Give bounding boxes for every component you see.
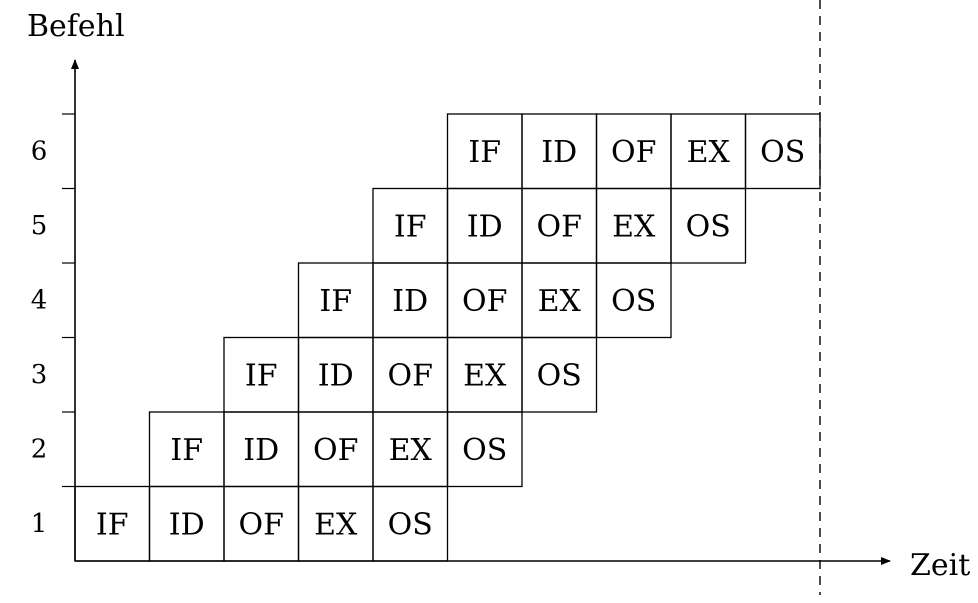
pipeline-stage-label: OF <box>462 284 507 319</box>
pipeline-stage-label: ID <box>169 507 205 542</box>
y-axis-ticks <box>62 113 75 488</box>
pipeline-cell: OS <box>446 411 523 488</box>
pipeline-stage-label: OF <box>239 507 284 542</box>
pipeline-cell: EX <box>446 336 523 413</box>
pipeline-stage-label: OS <box>537 358 582 393</box>
pipeline-stage-label: ID <box>392 284 428 319</box>
pipeline-cell: OF <box>521 187 598 264</box>
pipeline-cell: EX <box>297 485 374 562</box>
pipeline-stage-label: IF <box>96 507 129 542</box>
pipeline-stage-label: OS <box>462 433 507 468</box>
row-number-1: 1 <box>31 509 48 539</box>
pipeline-cell: IF <box>446 113 523 190</box>
pipeline-stage-label: ID <box>318 358 354 393</box>
pipeline-cell: EX <box>372 411 449 488</box>
pipeline-stage-label: OF <box>313 433 358 468</box>
pipeline-cell: ID <box>148 485 225 562</box>
pipeline-cell: OS <box>372 485 449 562</box>
pipeline-cell: IF <box>223 336 300 413</box>
pipeline-cell: ID <box>446 187 523 264</box>
pipeline-cell: OS <box>744 113 821 190</box>
pipeline-cells: IF ID OF EX OS IF ID OF EX OS IF ID OF EX OS IF ID OF EX OS… <box>74 113 821 562</box>
pipeline-stage-label: IF <box>245 358 278 393</box>
row-number-4: 4 <box>31 285 48 315</box>
pipeline-cell: OS <box>595 262 672 339</box>
pipeline-stage-label: OF <box>388 358 433 393</box>
row-numbers: 1 2 3 4 5 6 <box>31 136 48 539</box>
pipeline-cell: ID <box>521 113 598 190</box>
pipeline-stage-label: ID <box>243 433 279 468</box>
pipeline-stage-label: IF <box>394 209 427 244</box>
pipeline-cell: IF <box>372 187 449 264</box>
pipeline-stage-label: OS <box>388 507 433 542</box>
pipeline-cell: IF <box>148 411 225 488</box>
pipeline-cell: EX <box>595 187 672 264</box>
pipeline-cell: EX <box>670 113 747 190</box>
pipeline-cell: OF <box>372 336 449 413</box>
pipeline-stage-label: OF <box>537 209 582 244</box>
pipeline-stage-label: OS <box>611 284 656 319</box>
pipeline-cell: OF <box>223 485 300 562</box>
pipeline-stage-label: EX <box>463 358 507 393</box>
pipeline-stage-label: EX <box>389 433 433 468</box>
pipeline-cell: OF <box>446 262 523 339</box>
row-number-2: 2 <box>31 434 48 464</box>
pipeline-cell: ID <box>372 262 449 339</box>
pipeline-stage-label: IF <box>319 284 352 319</box>
pipeline-stage-label: EX <box>538 284 582 319</box>
pipeline-cell: ID <box>223 411 300 488</box>
pipeline-stage-label: EX <box>612 209 656 244</box>
pipeline-cell: EX <box>521 262 598 339</box>
pipeline-cell: IF <box>297 262 374 339</box>
pipeline-stage-label: EX <box>687 135 731 170</box>
y-axis-title: Befehl <box>27 9 125 44</box>
pipeline-stage-label: IF <box>170 433 203 468</box>
row-number-3: 3 <box>31 360 48 390</box>
pipeline-cell-box <box>744 113 821 190</box>
pipeline-stage-label: OF <box>611 135 656 170</box>
pipeline-stage-label: ID <box>541 135 577 170</box>
row-number-5: 5 <box>31 211 48 241</box>
x-axis-title: Zeit <box>910 548 970 583</box>
pipeline-cell: OS <box>670 187 747 264</box>
pipeline-cell: OS <box>521 336 598 413</box>
pipeline-stage-label: OS <box>760 135 805 170</box>
pipeline-cell: IF <box>74 485 151 562</box>
pipeline-cell: OF <box>297 411 374 488</box>
pipeline-stage-label: IF <box>468 135 501 170</box>
pipeline-stage-label: OS <box>686 209 731 244</box>
pipeline-stage-label: ID <box>467 209 503 244</box>
pipeline-stage-label: EX <box>314 507 358 542</box>
row-number-6: 6 <box>31 136 48 166</box>
pipeline-cell: ID <box>297 336 374 413</box>
pipeline-cell: OF <box>595 113 672 190</box>
